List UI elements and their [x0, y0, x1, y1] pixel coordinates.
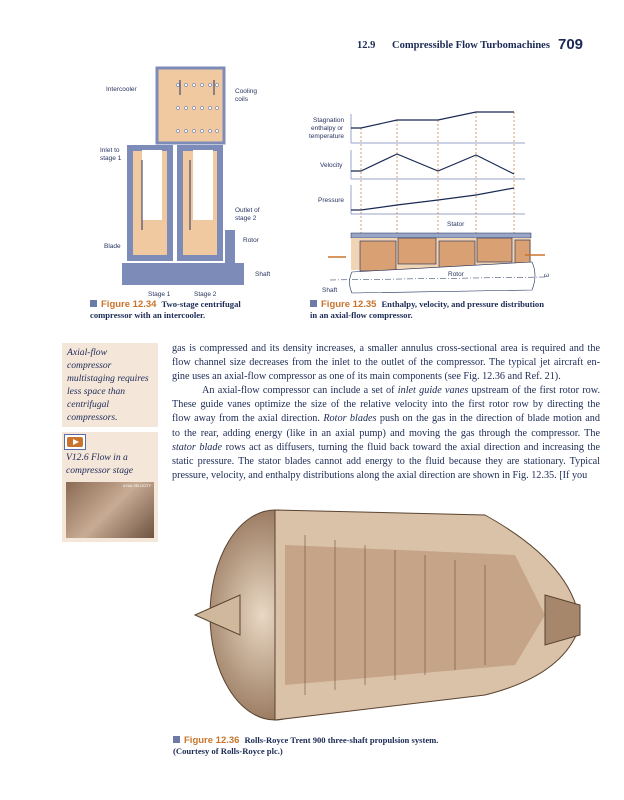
text-segment: An axial-flow compressor can include a s… [202, 385, 398, 397]
italic-term: inlet guide vanes [397, 385, 469, 397]
text-segment: flow channel size decreases from the inl… [172, 357, 600, 369]
caption-text: Rolls-Royce Trent 900 three-shaft propul… [244, 735, 439, 745]
label-blade: Blade [104, 243, 121, 250]
text-segment: to the rear, adding energy (like in an a… [172, 427, 600, 439]
text-line: flow away from the axial direction. Roto… [172, 412, 600, 426]
caption-text: Enthalpy, velocity, and pressure distrib… [310, 299, 544, 320]
text-segment: gine uses an axial-flow compressor as on… [172, 371, 561, 383]
section-title: Compressible Flow Turbomachines [392, 40, 550, 51]
label-inlet-2: stage 1 [100, 155, 122, 162]
video-link-box[interactable]: V12.6 Flow in a compressor stage AXIAL V… [62, 432, 158, 542]
thumbnail-label: AXIAL VELOCITY [122, 484, 151, 488]
jet-engine-cutaway-image [193, 509, 581, 721]
label-outlet: Outlet of [235, 207, 260, 214]
text-segment: upstream of the first rotor row. [468, 385, 600, 397]
label-stage-2: Stage 2 [194, 291, 217, 298]
margin-note: Axial-flow compressor multistaging requi… [62, 343, 158, 427]
label-stage-1: Stage 1 [148, 291, 171, 298]
caption-marker-icon [310, 300, 317, 307]
label-rotor: Rotor [243, 237, 260, 244]
figure-12-36-caption: Figure 12.36 Rolls-Royce Trent 900 three-… [173, 735, 473, 757]
figure-number: Figure 12.36 [184, 735, 240, 746]
label-stagnation-3: temperature [309, 133, 344, 140]
text-segment: gas is compressed and its density increa… [172, 343, 600, 354]
caption-credit: (Courtesy of Rolls-Royce plc.) [173, 746, 283, 756]
text-segment: push on the gas in the direction of blad… [376, 413, 600, 425]
label-stagnation-2: enthalpy or [311, 125, 344, 132]
label-rotor: Rotor [448, 271, 465, 278]
video-title[interactable]: V12.6 Flow in a compressor stage [66, 452, 134, 476]
text-line: stator blade rows act as diffusers, turn… [172, 441, 600, 455]
label-omega: ω [544, 272, 549, 279]
axial-compressor-distribution-diagram: Stagnation enthalpy or temperature Veloc… [309, 111, 549, 294]
label-outlet-2: stage 2 [235, 215, 257, 222]
text-segment: These guide vanes optimize the size of t… [172, 399, 600, 411]
label-stator: Stator [447, 221, 465, 228]
label-pressure: Pressure [318, 197, 344, 204]
video-thumbnail[interactable]: AXIAL VELOCITY [66, 482, 154, 538]
italic-term: stator blade [172, 441, 222, 453]
label-velocity: Velocity [320, 162, 343, 169]
label-inlet: Inlet to [100, 147, 120, 154]
label-stagnation: Stagnation [313, 117, 344, 124]
label-cooling-coils: Cooling [235, 88, 257, 95]
label-cooling-coils-2: coils [235, 96, 249, 103]
page-number: 709 [558, 36, 584, 53]
caption-text: Two-stage centrifugal compressor with an… [90, 299, 241, 320]
section-number: 12.9 [357, 40, 376, 51]
caption-marker-icon [173, 736, 180, 743]
text-line: These guide vanes optimize the size of t… [172, 398, 600, 412]
label-shaft: Shaft [322, 287, 337, 294]
text-line: static pressure. The stator blades canno… [172, 455, 600, 469]
play-video-icon[interactable] [64, 434, 86, 450]
text-segment: static pressure. The stator blades canno… [172, 455, 600, 467]
text-line: An axial-flow compressor can include a s… [172, 384, 600, 398]
text-line: gine uses an axial-flow compressor as on… [172, 370, 600, 384]
text-segment: flow away from the axial direction. [172, 413, 324, 425]
text-line: flow channel size decreases from the inl… [172, 356, 600, 370]
body-text: gas is compressed and its density increa… [172, 342, 600, 483]
text-line: gas is compressed and its density increa… [172, 342, 600, 356]
text-segment: pressure, velocity, and enthalpy distrib… [172, 469, 588, 481]
caption-marker-icon [90, 300, 97, 307]
text-line: pressure, velocity, and enthalpy distrib… [172, 469, 600, 483]
centrifugal-compressor-diagram: Intercooler Cooling coils Inlet to stage… [100, 66, 270, 298]
figure-number: Figure 12.34 [101, 299, 157, 310]
label-shaft: Shaft [255, 271, 270, 278]
label-intercooler: Intercooler [106, 86, 138, 93]
italic-term: Rotor blades [323, 413, 377, 425]
figure-number: Figure 12.35 [321, 299, 377, 310]
text-segment: rows act as diffusers, turning the fluid… [222, 441, 600, 453]
text-line: to the rear, adding energy (like in an a… [172, 427, 600, 441]
